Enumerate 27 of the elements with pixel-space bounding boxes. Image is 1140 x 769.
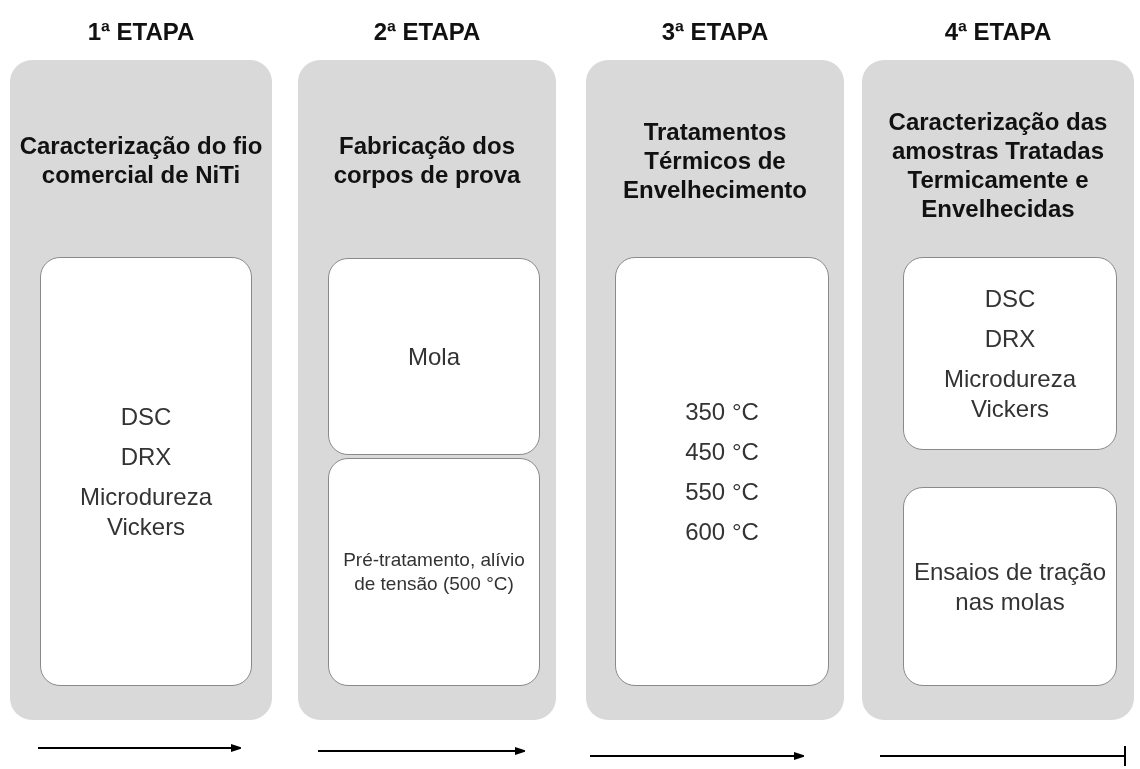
box-text: 350 °C bbox=[685, 396, 759, 427]
content-box bbox=[903, 257, 1117, 450]
box-text: Mola bbox=[408, 341, 460, 372]
stage-title: Tratamentos Térmicos de Envelhecimento bbox=[621, 116, 809, 205]
box-text: DSC bbox=[984, 283, 1036, 314]
content-box bbox=[40, 257, 252, 686]
box-text: Microdureza Vickers bbox=[78, 481, 213, 542]
stage-heading: 1ª ETAPA bbox=[86, 18, 196, 46]
content-box bbox=[328, 458, 540, 686]
content-box bbox=[903, 487, 1117, 686]
content-box bbox=[615, 257, 829, 686]
box-text: DSC bbox=[120, 401, 172, 432]
box-text: 550 °C bbox=[685, 476, 759, 507]
box-text: Microdureza Vickers bbox=[942, 363, 1077, 424]
stage-title: Caracterização das amostras Tratadas Termicamente e Envelhecidas bbox=[887, 107, 1109, 224]
box-text: Ensaios de tração nas molas bbox=[912, 556, 1108, 617]
stage-title: Caracterização do fio comercial de NiTi bbox=[18, 131, 264, 190]
content-box bbox=[328, 258, 540, 455]
stage-title: Fabricação dos corpos de prova bbox=[332, 131, 522, 190]
stage-heading: 4ª ETAPA bbox=[943, 18, 1053, 46]
box-text: 450 °C bbox=[685, 436, 759, 467]
box-text: 600 °C bbox=[685, 516, 759, 547]
box-text: DRX bbox=[120, 441, 172, 472]
box-text: DRX bbox=[984, 323, 1036, 354]
box-text: Pré-tratamento, alívio de tensão (500 °C) bbox=[342, 548, 526, 596]
stage-heading: 2ª ETAPA bbox=[372, 18, 482, 46]
stage-heading: 3ª ETAPA bbox=[660, 18, 770, 46]
